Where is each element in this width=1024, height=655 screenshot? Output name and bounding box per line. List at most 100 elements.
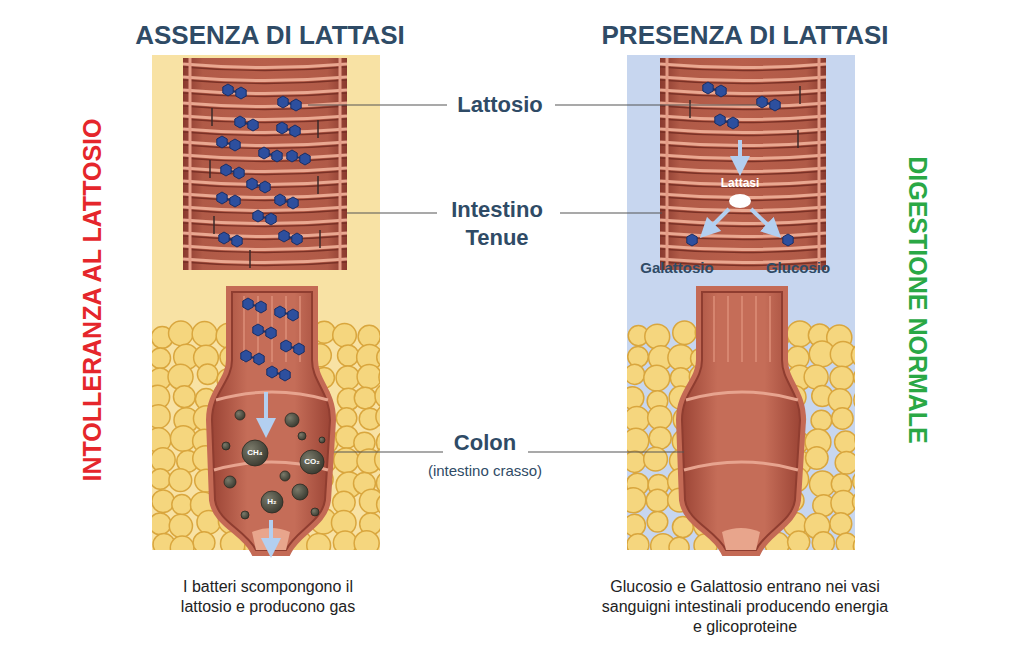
sugar-molecule	[253, 210, 263, 222]
colon-wall	[212, 292, 330, 550]
small-intestine	[660, 58, 826, 270]
intestine-fold-shadow	[660, 106, 826, 110]
panel-heading: ASSENZA DI LATTASI	[135, 19, 405, 52]
sugar-molecule	[243, 298, 253, 310]
sugar-molecule	[221, 164, 231, 176]
sugar-molecule	[288, 197, 298, 209]
fat-cell	[169, 321, 194, 346]
sugar-molecule	[248, 119, 258, 131]
flow-arrow	[264, 392, 268, 428]
sugar-molecule	[278, 96, 288, 108]
fat-cell	[836, 533, 855, 550]
fat-cell	[788, 531, 810, 550]
small-intestine	[183, 58, 347, 270]
intestine-wall	[183, 58, 347, 270]
sugar-label: Galattosio	[640, 259, 713, 278]
leader-line	[560, 212, 662, 213]
sugar-molecule	[703, 82, 713, 94]
intestine-lining	[189, 58, 192, 270]
gas-bubble	[222, 442, 230, 450]
fat-cell	[169, 514, 192, 537]
fat-cell	[647, 511, 668, 532]
flow-arrow	[269, 520, 273, 548]
sugar-molecule	[294, 343, 304, 355]
fat-cell	[169, 469, 192, 492]
sugar-molecule	[260, 181, 270, 193]
fat-cell	[832, 408, 853, 429]
villus	[213, 216, 215, 234]
colon-muscle	[212, 292, 330, 550]
right-panel	[627, 55, 855, 550]
sugar-molecule	[219, 232, 229, 244]
caption-text: I batteri scompongono il lattosio e prod…	[158, 577, 378, 617]
colon-fold	[727, 296, 729, 362]
villus	[799, 86, 801, 104]
sugar-molecule	[232, 235, 242, 247]
intestine-fold	[183, 116, 347, 120]
intestine-fold-shadow	[660, 210, 826, 214]
intestine-fold-shadow	[183, 210, 347, 214]
intestine-fold	[183, 220, 347, 224]
fat-cell	[152, 490, 174, 512]
side-title: DIGESTIONE NORMALE	[901, 156, 932, 444]
fat-cell	[333, 323, 357, 347]
intestine-fold	[183, 194, 347, 198]
intestine-fold-shadow	[660, 223, 826, 227]
fat-cell	[627, 534, 649, 550]
part-sublabel: (intestino crasso)	[428, 462, 542, 481]
fat-cell	[357, 365, 380, 389]
fat-cell	[853, 470, 855, 493]
fat-cell	[152, 469, 171, 490]
sugar-molecule	[280, 369, 290, 381]
flow-arrow	[751, 209, 774, 231]
intestine-fold	[660, 129, 826, 133]
intestine-fold	[183, 77, 347, 81]
colon-fold	[216, 392, 328, 400]
fat-cell	[673, 321, 696, 344]
sugar-molecule	[277, 122, 287, 134]
gas-bubble	[300, 450, 324, 474]
colon	[682, 292, 800, 550]
sugar-molecule	[290, 125, 300, 137]
intestine-fold-shadow	[660, 158, 826, 162]
intestine-fold	[183, 207, 347, 211]
sugar-molecule	[247, 178, 257, 190]
part-label: Intestino Tenue	[432, 196, 562, 251]
intestine-fold	[660, 64, 826, 68]
fat-cell	[152, 405, 170, 429]
sugar-molecule	[254, 353, 264, 365]
molecules	[210, 82, 800, 381]
fat-cell	[648, 406, 672, 430]
fat-cell	[852, 491, 855, 513]
gas-bubble	[319, 437, 325, 443]
leader-lines	[308, 105, 760, 452]
intestine-fold	[183, 168, 347, 172]
sugar-molecule	[217, 192, 227, 204]
leader-line	[334, 451, 443, 452]
gas-bubble	[280, 471, 290, 481]
intestine-fold-shadow	[660, 67, 826, 71]
intestine-fold-shadow	[660, 132, 826, 136]
fat-cell	[336, 408, 356, 428]
intestine-fold-shadow	[183, 249, 347, 253]
gas-bubble	[241, 511, 249, 519]
intestine-fold	[183, 64, 347, 68]
intestine-fold-shadow	[660, 249, 826, 253]
intestine-fold	[660, 246, 826, 250]
flow-arrow	[738, 140, 742, 166]
leader-line	[528, 451, 684, 452]
fat-cell	[170, 536, 194, 550]
gas-bubbles	[222, 410, 325, 519]
sugar-molecule	[783, 234, 793, 246]
sugar-molecule	[266, 327, 276, 339]
fat-cell	[855, 426, 856, 452]
fat-cell	[193, 532, 215, 550]
fat-cell	[627, 488, 646, 513]
colon-fold	[755, 296, 757, 362]
intestine-fold	[183, 233, 347, 237]
colon-fold	[684, 462, 798, 470]
intestine-fold	[183, 259, 347, 263]
fat-cell	[192, 322, 217, 347]
sugar-molecule	[292, 233, 302, 245]
sugar-molecule	[259, 147, 269, 159]
